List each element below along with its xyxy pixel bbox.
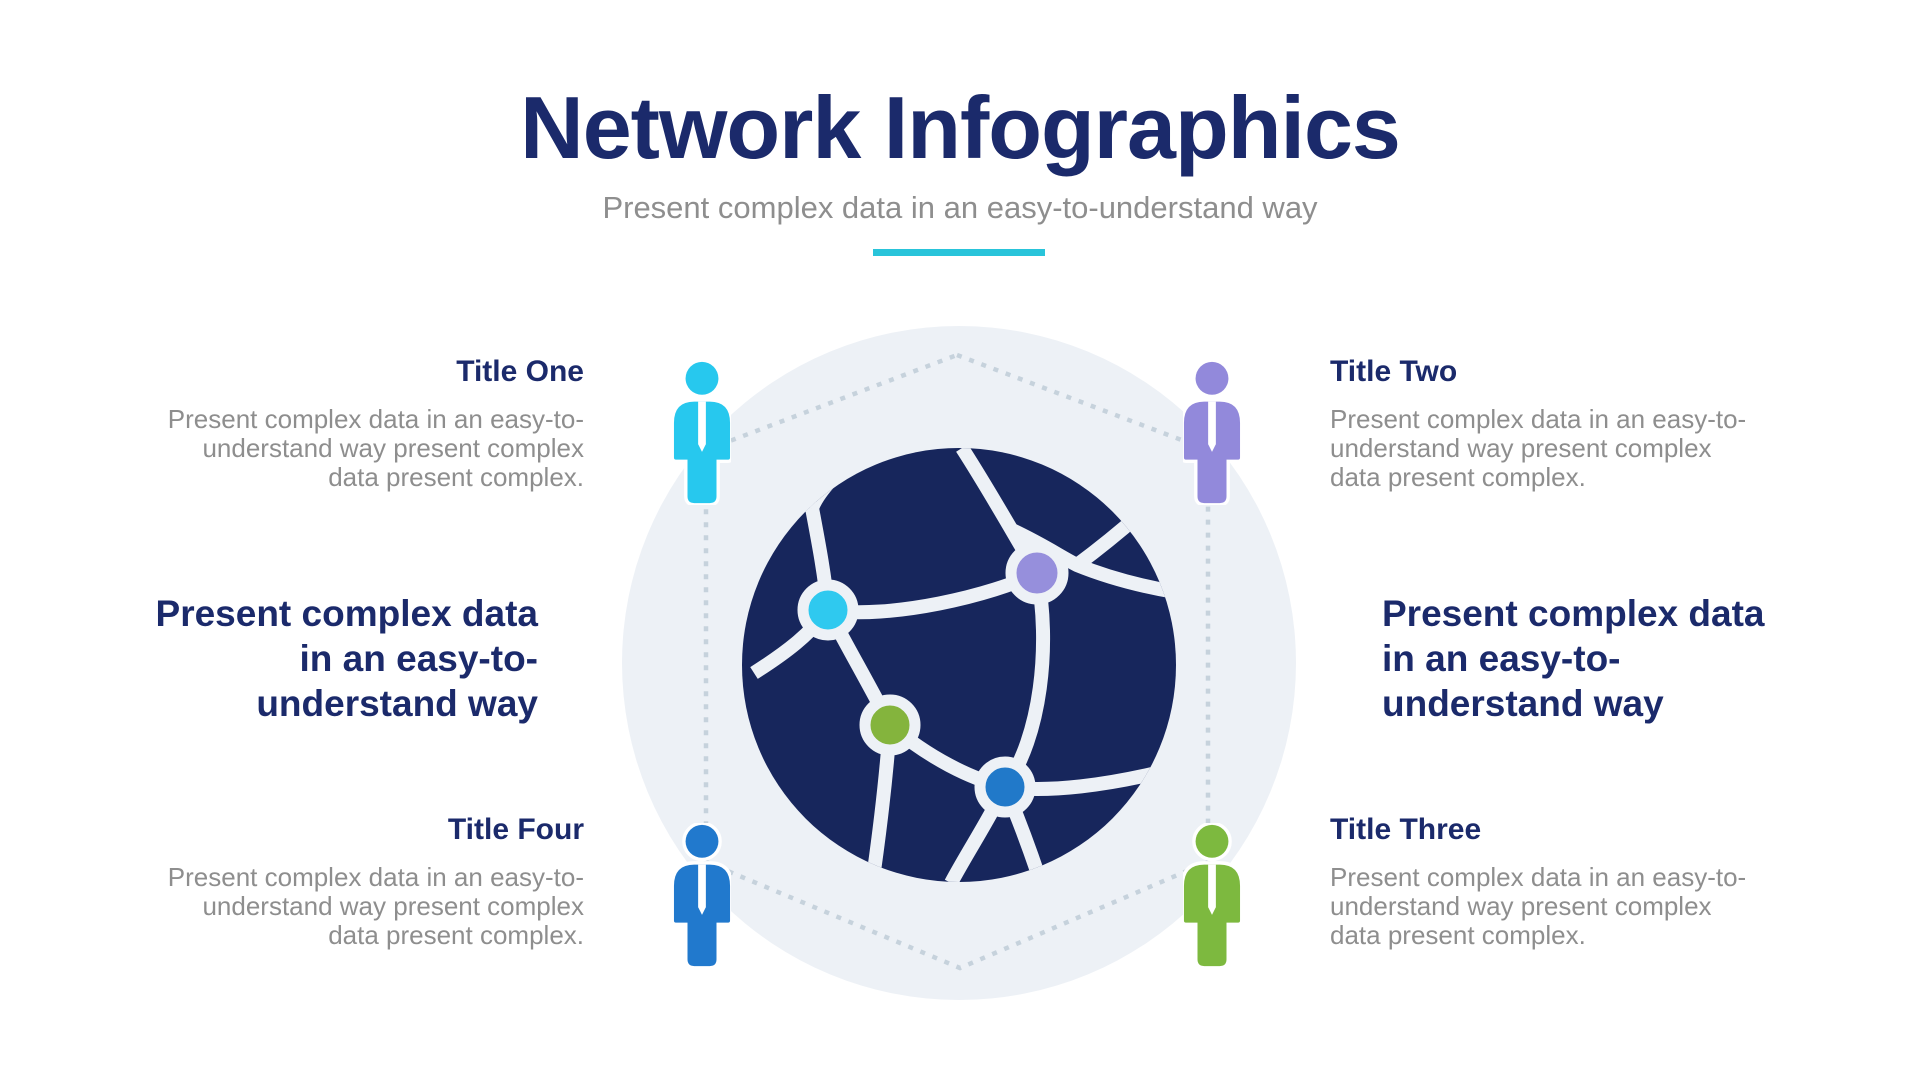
- node-blue: [974, 756, 1036, 818]
- person-icon-cyan: [673, 360, 731, 505]
- section-title: Title One: [456, 355, 584, 388]
- section-body: Present complex data in an easy-to-under…: [167, 404, 584, 492]
- section-title-one: Title One Present complex data in an eas…: [154, 354, 584, 492]
- globe-network-icon: [742, 448, 1176, 882]
- section-title: Title Two: [1330, 355, 1458, 388]
- section-title: Title Three: [1330, 813, 1482, 846]
- section-body: Present complex data in an easy-to-under…: [167, 862, 584, 950]
- person-tie: [1208, 864, 1216, 915]
- person-shape: [1183, 360, 1241, 505]
- person-tie: [1208, 401, 1216, 452]
- section-title-three: Title Three Present complex data in an e…: [1330, 812, 1760, 950]
- section-title-two: Title Two Present complex data in an eas…: [1330, 354, 1760, 492]
- statement-line: Present complex data: [155, 593, 538, 634]
- person-tie: [698, 401, 706, 452]
- page-subtitle: Present complex data in an easy-to-under…: [602, 190, 1318, 225]
- statement-line: in an easy-to-: [299, 638, 539, 679]
- person-shape: [673, 823, 731, 968]
- globe-nodes: [797, 541, 1069, 818]
- section-body: Present complex data in an easy-to-under…: [1330, 862, 1747, 950]
- node-purple: [1005, 541, 1069, 605]
- statement-line: understand way: [1382, 683, 1664, 724]
- section-body: Present complex data in an easy-to-under…: [1330, 404, 1747, 492]
- person-icon-green: [1183, 823, 1241, 968]
- person-shape: [1183, 823, 1241, 968]
- section-title-four: Title Four Present complex data in an ea…: [154, 812, 584, 950]
- statement-line: in an easy-to-: [1382, 638, 1621, 679]
- accent-divider: [873, 249, 1045, 256]
- person-tie: [698, 864, 706, 915]
- statement-right: Present complex data in an easy-to- unde…: [1382, 591, 1842, 726]
- person-icon-blue: [673, 823, 731, 968]
- statement-line: Present complex data: [1382, 593, 1765, 634]
- statement-left: Present complex data in an easy-to- unde…: [78, 591, 538, 726]
- statement-line: understand way: [256, 683, 538, 724]
- person-icon-purple: [1183, 360, 1241, 505]
- node-cyan: [797, 579, 859, 641]
- section-title: Title Four: [447, 813, 584, 846]
- node-green: [859, 694, 921, 756]
- page-title: Network Infographics: [520, 78, 1401, 177]
